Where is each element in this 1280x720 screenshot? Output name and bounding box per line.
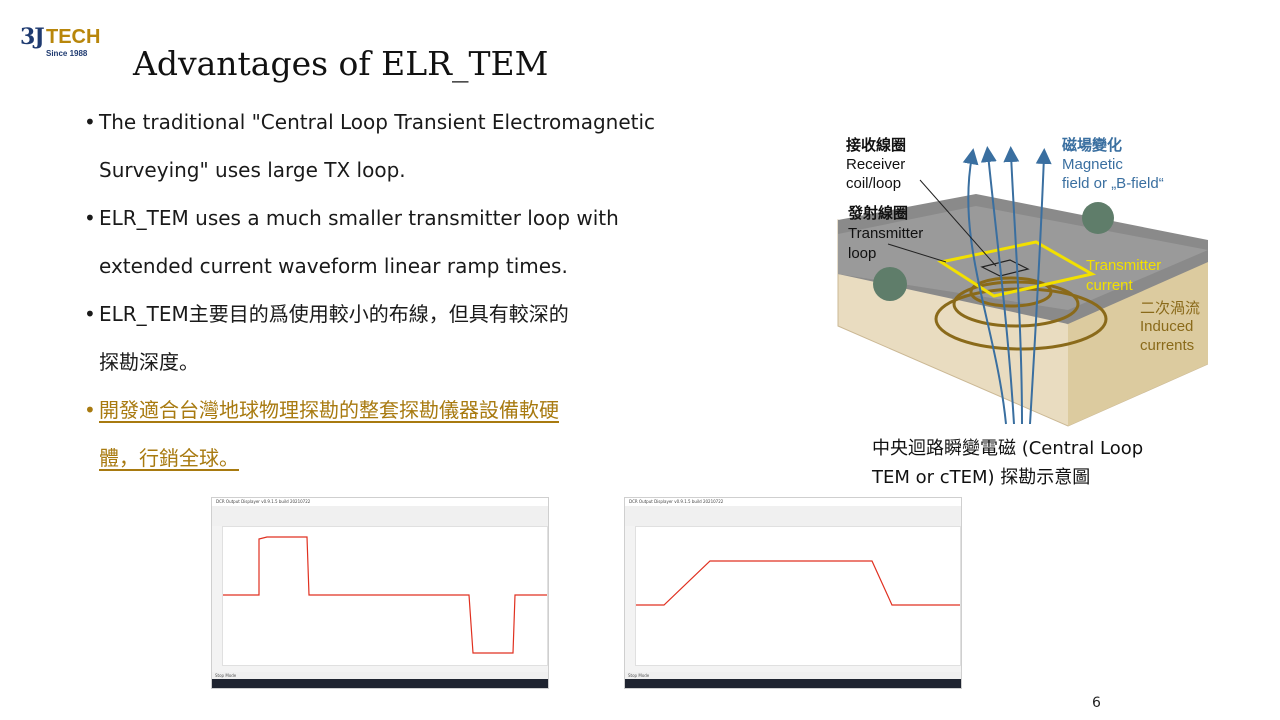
transmitter-label-en2: loop [848,245,876,262]
taskbar [625,679,961,688]
receiver-label-en2: coil/loop [846,175,901,192]
ground-surface-top [838,206,1208,310]
bullet-text: ELR_TEM主要目的爲使用較小的布線，但具有較深的 [99,302,569,326]
caption-line: 中央迴路瞬變電磁 (Central Loop [872,438,1144,459]
logo-since: Since 1988 [46,49,88,58]
plant-icon [1082,202,1114,234]
bullet-line-highlight[interactable]: •開發適合台灣地球物理探勘的整套探勘儀器設備軟硬 [84,386,734,434]
receiver-loop [980,259,1030,277]
waveform-svg [636,560,960,606]
control-panel [212,506,548,526]
bullet-link-text[interactable]: 體，行銷全球。 [99,446,239,470]
page-number: 6 [1092,695,1101,711]
bullet-marker: • [84,398,96,422]
bullet-line: Surveying" uses large TX loop. [84,146,734,194]
bullet-text: extended current waveform linear ramp ti… [99,254,568,278]
bullet-text: The traditional "Central Loop Transient … [99,110,656,134]
caption-line: TEM or cTEM) 探勘示意圖 [872,467,1091,488]
logo-word: TECH [46,26,101,48]
receiver-pointer [919,179,997,267]
bullet-text: Surveying" uses large TX loop. [99,158,406,182]
transmitter-label-zh: 發射線圈 [847,204,908,222]
field-line [980,146,1015,425]
plant-icon [873,267,907,301]
waveform-screenshot-bipolar: DCR Output Displayer v0.9.1.5 build 2021… [211,497,549,689]
control-panel [625,506,961,526]
bullet-link-text[interactable]: 開發適合台灣地球物理探勘的整套探勘儀器設備軟硬 [99,398,559,422]
magnetic-label-zh: 磁場變化 [1062,136,1122,154]
magnetic-label-en1: Magnetic [1062,156,1123,173]
tem-illustration: 接收線圈 Receiver coil/loop 發射線圈 Transmitter… [837,136,1208,427]
bullet-text: ELR_TEM uses a much smaller transmitter … [99,206,619,230]
field-line [1029,148,1052,425]
logo-mark: 3J [20,24,45,50]
bullet-marker: • [84,110,96,134]
bullet-line: 探勘深度。 [84,338,734,386]
receiver-label-en1: Receiver [846,156,905,173]
induced-label-en1: Induced [1140,318,1193,335]
transmitter-loop [937,240,1097,298]
status-text: Stop Mode [212,672,548,679]
soil-side [1068,262,1208,426]
waveform-plot [222,526,548,666]
field-line [962,148,1007,425]
bullet-marker: • [84,206,96,230]
slide-title: Advantages of ELR_TEM [133,44,549,83]
induced-current-ring [969,276,1053,308]
bullet-marker: • [84,302,96,326]
status-text: Stop Mode [625,672,961,679]
waveform-plot [635,526,961,666]
company-logo: 3J TECH Since 1988 [20,24,100,61]
waveform-line [223,536,547,654]
bullet-list: •The traditional "Central Loop Transient… [84,98,734,482]
bullet-line-highlight[interactable]: 體，行銷全球。 [84,434,734,482]
bullet-line: extended current waveform linear ramp ti… [84,242,734,290]
bullet-line: •ELR_TEM uses a much smaller transmitter… [84,194,734,242]
waveform-screenshot-ramp: DCR Output Displayer v0.9.1.5 build 2021… [624,497,962,689]
transmitter-label-en1: Transmitter [848,225,923,242]
bullet-line: •The traditional "Central Loop Transient… [84,98,734,146]
transmitter-pointer [887,243,947,263]
receiver-label-zh: 接收線圈 [846,136,906,154]
figure-caption: 中央迴路瞬變電磁 (Central Loop TEM or cTEM) 探勘示意… [872,434,1222,492]
taskbar [212,679,548,688]
bullet-text: 探勘深度。 [99,350,199,374]
current-label-2: current [1086,277,1134,294]
waveform-line [636,560,960,606]
induced-label-zh: 二次渦流 [1140,299,1200,317]
waveform-svg [223,536,547,654]
induced-current-ring [952,280,1080,328]
magnetic-label-en2: field or „B-field“ [1062,175,1164,192]
induced-label-en2: currents [1140,337,1194,354]
bullet-line: •ELR_TEM主要目的爲使用較小的布線，但具有較深的 [84,290,734,338]
field-line [1003,146,1023,425]
current-label-1: Transmitter [1086,257,1161,274]
